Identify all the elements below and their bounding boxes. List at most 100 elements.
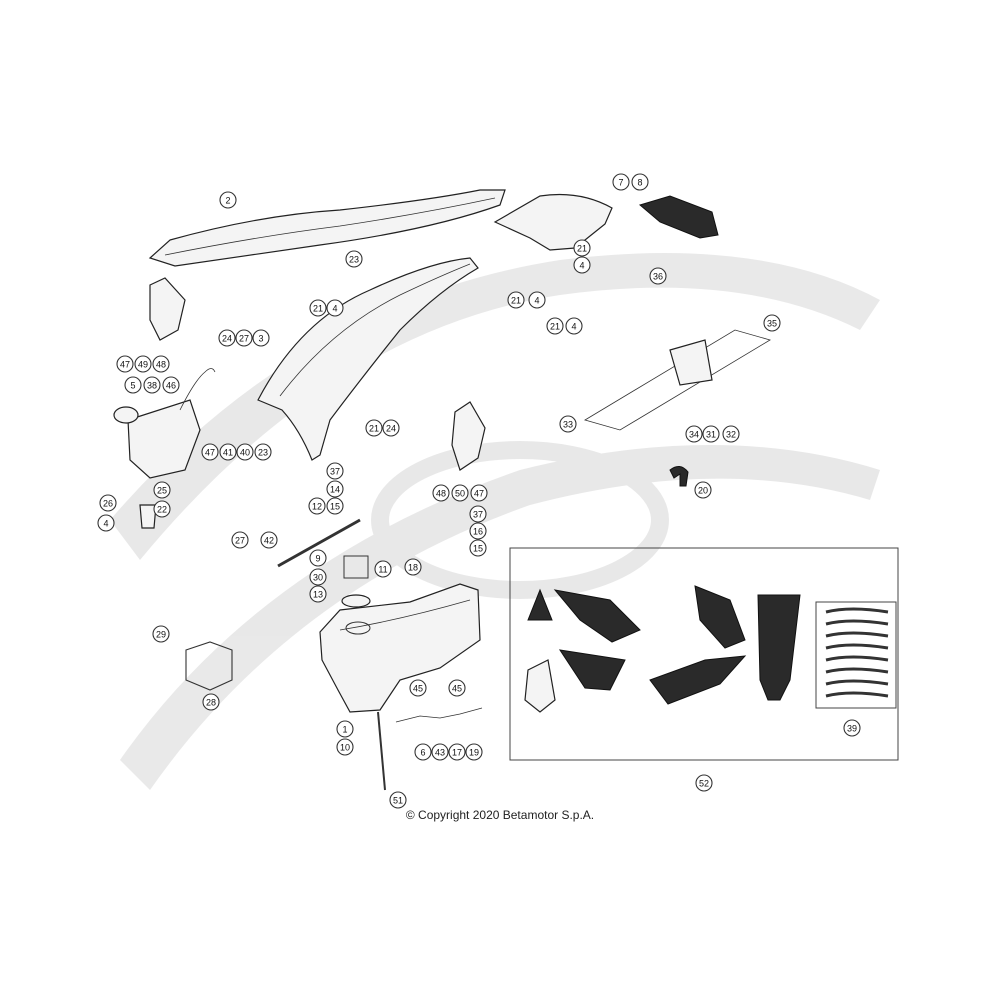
part-callout-number: 14 — [330, 485, 340, 495]
part-callout-number: 34 — [689, 430, 699, 440]
fuel-filter — [139, 504, 157, 529]
fuel-tank — [319, 583, 481, 713]
part-callout-47: 47 — [470, 484, 488, 502]
part-callout-number: 5 — [130, 381, 135, 391]
part-callout-4: 4 — [326, 299, 344, 317]
part-callout-5: 5 — [124, 376, 142, 394]
decal-shroud-right — [694, 585, 746, 649]
part-callout-number: 11 — [378, 565, 387, 575]
part-callout-number: 17 — [452, 748, 462, 758]
part-callout-number: 9 — [315, 554, 320, 564]
rim-stripes-box — [815, 601, 897, 709]
part-callout-number: 41 — [223, 448, 233, 458]
part-callout-number: 45 — [452, 684, 462, 694]
part-callout-33: 33 — [559, 415, 577, 433]
license-plate-bracket — [669, 339, 713, 386]
part-callout-45: 45 — [409, 679, 427, 697]
part-callout-number: 38 — [147, 381, 157, 391]
part-callout-43: 43 — [431, 743, 449, 761]
part-callout-10: 10 — [336, 738, 354, 756]
part-callout-number: 47 — [120, 360, 130, 370]
part-callout-number: 15 — [473, 544, 483, 554]
part-callout-24: 24 — [218, 329, 236, 347]
tail-light — [638, 195, 719, 239]
part-callout-number: 3 — [258, 334, 263, 344]
part-callout-17: 17 — [448, 743, 466, 761]
part-callout-number: 21 — [511, 296, 521, 306]
rim-stripes — [825, 607, 889, 698]
part-callout-4: 4 — [528, 291, 546, 309]
part-callout-37: 37 — [326, 462, 344, 480]
drawing-area — [102, 172, 898, 827]
part-callout-23: 23 — [345, 250, 363, 268]
part-callout-23: 23 — [254, 443, 272, 461]
decal-number-plate — [757, 594, 801, 701]
part-callout-21: 21 — [309, 299, 327, 317]
seat-bracket-left — [149, 277, 186, 341]
part-callout-number: 37 — [330, 467, 340, 477]
part-callout-number: 4 — [332, 304, 337, 314]
part-callout-number: 21 — [550, 322, 560, 332]
part-callout-number: 45 — [413, 684, 423, 694]
part-callout-48: 48 — [152, 355, 170, 373]
part-callout-number: 51 — [393, 796, 403, 806]
part-callout-52: 52 — [695, 774, 713, 792]
part-callout-number: 35 — [767, 319, 777, 329]
part-callout-38: 38 — [143, 376, 161, 394]
part-callout-number: 19 — [469, 748, 479, 758]
part-callout-21: 21 — [546, 317, 564, 335]
part-callout-number: 23 — [258, 448, 268, 458]
part-callout-number: 30 — [313, 573, 323, 583]
part-callout-number: 25 — [157, 486, 167, 496]
fuel-pump-assembly — [127, 399, 201, 479]
part-callout-number: 48 — [436, 489, 446, 499]
front-plate-gasket — [185, 641, 233, 691]
part-callout-number: 23 — [349, 255, 359, 265]
part-callout-number: 27 — [235, 536, 245, 546]
part-callout-13: 13 — [309, 585, 327, 603]
part-callout-4: 4 — [565, 317, 583, 335]
part-callout-number: 39 — [847, 724, 857, 734]
decal-side-panel-right — [649, 655, 747, 705]
part-callout-number: 40 — [240, 448, 250, 458]
part-callout-14: 14 — [326, 480, 344, 498]
part-callout-number: 26 — [103, 499, 113, 509]
part-callout-number: 47 — [205, 448, 215, 458]
part-callout-29: 29 — [152, 625, 170, 643]
part-callout-number: 37 — [473, 510, 483, 520]
part-callout-47: 47 — [116, 355, 134, 373]
part-callout-39: 39 — [843, 719, 861, 737]
part-callout-number: 24 — [386, 424, 396, 434]
part-callout-number: 15 — [330, 502, 340, 512]
fuel-cap-gasket — [341, 594, 371, 608]
part-callout-number: 21 — [577, 244, 587, 254]
part-callout-20: 20 — [694, 481, 712, 499]
breather-tube — [277, 518, 361, 568]
part-callout-11: 11 — [374, 560, 392, 578]
part-callout-4: 4 — [573, 256, 591, 274]
copyright-notice: © Copyright 2020 Betamotor S.p.A. — [405, 808, 595, 822]
part-callout-2: 2 — [219, 191, 237, 209]
part-callout-31: 31 — [702, 425, 720, 443]
part-callout-number: 47 — [474, 489, 484, 499]
part-callout-51: 51 — [389, 791, 407, 809]
part-callout-35: 35 — [763, 314, 781, 332]
part-callout-number: 49 — [138, 360, 148, 370]
part-callout-9: 9 — [309, 549, 327, 567]
part-callout-1: 1 — [336, 720, 354, 738]
part-callout-number: 4 — [571, 322, 576, 332]
part-callout-number: 24 — [222, 334, 232, 344]
decal-kit-box — [509, 547, 899, 761]
part-callout-28: 28 — [202, 693, 220, 711]
part-callout-number: 12 — [312, 502, 322, 512]
part-callout-34: 34 — [685, 425, 703, 443]
part-callout-27: 27 — [235, 329, 253, 347]
part-callout-number: 43 — [435, 748, 445, 758]
part-callout-number: 8 — [637, 178, 642, 188]
part-callout-number: 4 — [534, 296, 539, 306]
part-callout-42: 42 — [260, 531, 278, 549]
part-callout-26: 26 — [99, 494, 117, 512]
part-callout-8: 8 — [631, 173, 649, 191]
decal-side-panel-left — [558, 649, 626, 691]
